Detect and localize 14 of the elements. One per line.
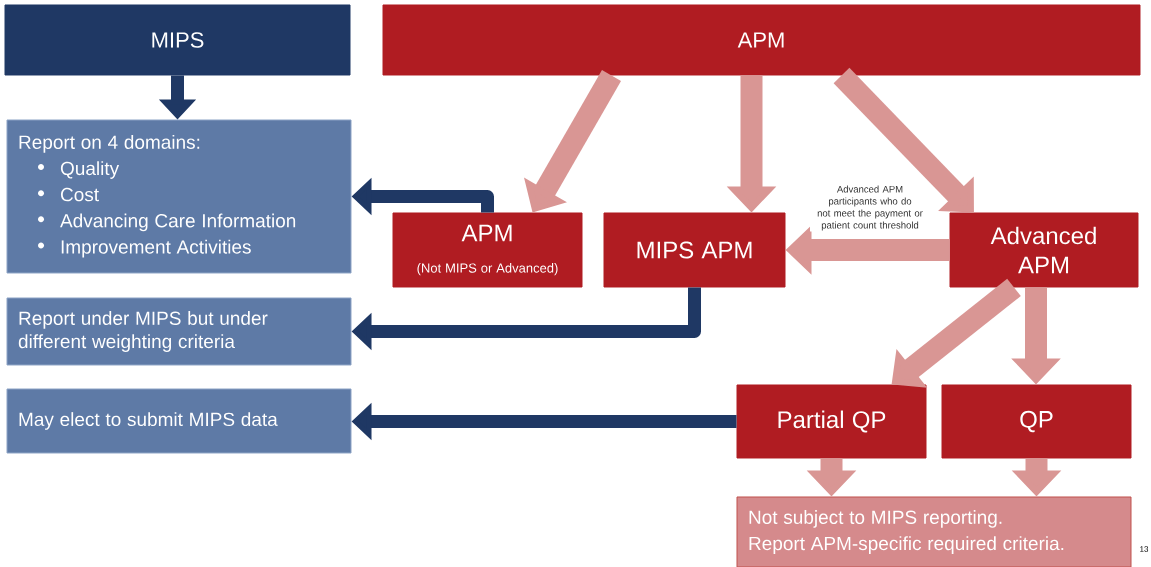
info-box: Report under MIPS but under different weighting criteria bbox=[6, 297, 352, 366]
info-box: May elect to submit MIPS data bbox=[6, 388, 352, 454]
info-box: Report on 4 domains: Quality Cost Advancing Care Information Improvement Activities bbox=[6, 119, 352, 274]
process-box: MIPS APM bbox=[603, 212, 786, 288]
page-number: 13 bbox=[1140, 546, 1149, 552]
info-box: Not subject to MIPS reporting. Report APM-specific required criteria. bbox=[736, 496, 1132, 567]
edge-label: Advanced APM participants who do not meet the payment or patient count threshold bbox=[810, 184, 930, 232]
process-box: Advanced APM bbox=[949, 212, 1139, 288]
process-box: QP bbox=[941, 384, 1132, 459]
arrow bbox=[833, 67, 974, 213]
header-box: APM bbox=[382, 4, 1141, 76]
process-box: APM (Not MIPS or Advanced) bbox=[392, 212, 583, 288]
process-box: Partial QP bbox=[736, 384, 927, 459]
header-box: MIPS bbox=[4, 4, 351, 76]
